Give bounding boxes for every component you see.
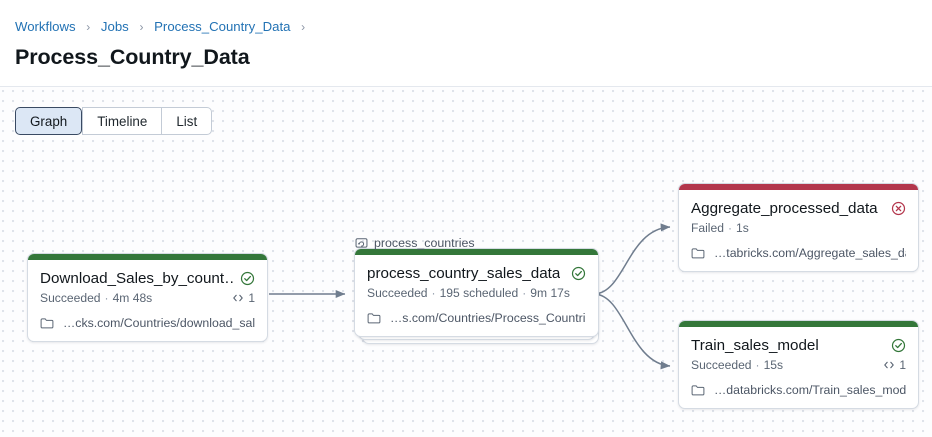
node-repair-count[interactable]: 1 bbox=[883, 358, 906, 372]
view-mode-tabs: Graph Timeline List bbox=[15, 107, 213, 135]
node-duration: 4m 48s bbox=[112, 291, 153, 305]
task-node-aggregate-processed-data[interactable]: Aggregate_processed_data Failed·1s bbox=[678, 183, 919, 272]
foreach-group-label-text: process_countries bbox=[374, 236, 475, 250]
breadcrumb-separator: › bbox=[86, 20, 91, 34]
node-status-text: Failed bbox=[691, 221, 724, 235]
node-path[interactable]: …tabricks.com/Aggregate_sales_data bbox=[714, 246, 906, 260]
edge-process-to-train bbox=[594, 293, 671, 370]
node-title: process_country_sales_data bbox=[367, 265, 561, 282]
repair-code-icon bbox=[232, 292, 244, 304]
meta-separator: · bbox=[522, 286, 527, 300]
check-circle-icon bbox=[571, 266, 586, 281]
edge-process-to-aggregate bbox=[594, 223, 671, 295]
folder-icon bbox=[691, 384, 705, 397]
folder-icon bbox=[691, 247, 705, 260]
check-circle-icon bbox=[891, 338, 906, 353]
task-node-process-country-sales-data[interactable]: process_country_sales_data Succeeded·195… bbox=[354, 248, 599, 337]
node-status-bar bbox=[679, 321, 918, 327]
node-duration: 1s bbox=[735, 221, 749, 235]
page-header: Workflows › Jobs › Process_Country_Data … bbox=[0, 0, 932, 87]
page-title: Process_Country_Data bbox=[15, 45, 250, 69]
tab-list[interactable]: List bbox=[161, 107, 213, 135]
repair-code-icon bbox=[883, 359, 895, 371]
node-duration: 15s bbox=[763, 358, 784, 372]
node-status-meta: Succeeded·195 scheduled·9m 17s bbox=[367, 286, 570, 300]
node-title: Download_Sales_by_count… bbox=[40, 270, 234, 287]
node-repair-count-value: 1 bbox=[248, 291, 255, 305]
meta-separator: · bbox=[104, 291, 109, 305]
node-duration: 9m 17s bbox=[530, 286, 570, 300]
breadcrumb-item-process-country-data[interactable]: Process_Country_Data bbox=[154, 19, 291, 34]
breadcrumb-item-workflows[interactable]: Workflows bbox=[15, 19, 76, 34]
folder-icon bbox=[367, 312, 381, 325]
node-title: Train_sales_model bbox=[691, 337, 819, 354]
tab-timeline[interactable]: Timeline bbox=[82, 107, 162, 135]
node-repair-count[interactable]: 1 bbox=[232, 291, 255, 305]
meta-separator: · bbox=[727, 221, 732, 235]
node-title: Aggregate_processed_data bbox=[691, 200, 878, 217]
error-circle-icon bbox=[891, 201, 906, 216]
graph-canvas[interactable]: Graph Timeline List bbox=[0, 87, 932, 437]
node-path[interactable]: …databricks.com/Train_sales_model bbox=[714, 383, 906, 397]
node-status-meta: Succeeded·15s bbox=[691, 358, 783, 372]
node-status-text: Succeeded bbox=[691, 358, 752, 372]
node-path[interactable]: …s.com/Countries/Process_Countries bbox=[390, 311, 586, 325]
task-node-download-sales-by-country[interactable]: Download_Sales_by_count… Succeeded·4m 48… bbox=[27, 253, 268, 342]
node-status-bar bbox=[355, 249, 598, 255]
node-path[interactable]: …cks.com/Countries/download_sales bbox=[63, 316, 255, 330]
node-status-bar bbox=[28, 254, 267, 260]
tab-graph[interactable]: Graph bbox=[15, 107, 83, 135]
folder-icon bbox=[40, 317, 54, 330]
check-circle-icon bbox=[240, 271, 255, 286]
breadcrumb-separator-trailing: › bbox=[301, 20, 306, 34]
breadcrumb-separator: › bbox=[139, 20, 144, 34]
node-status-bar bbox=[679, 184, 918, 190]
node-scheduled-count: 195 scheduled bbox=[439, 286, 519, 300]
breadcrumb-item-jobs[interactable]: Jobs bbox=[100, 19, 129, 34]
for-each-loop-icon bbox=[355, 237, 368, 250]
breadcrumb: Workflows › Jobs › Process_Country_Data … bbox=[15, 19, 312, 35]
meta-separator: · bbox=[431, 286, 436, 300]
task-node-train-sales-model[interactable]: Train_sales_model Succeeded·15s bbox=[678, 320, 919, 409]
meta-separator: · bbox=[755, 358, 760, 372]
node-status-meta: Failed·1s bbox=[691, 221, 749, 235]
node-status-text: Succeeded bbox=[40, 291, 101, 305]
node-status-text: Succeeded bbox=[367, 286, 428, 300]
foreach-group-label: process_countries bbox=[355, 236, 475, 250]
node-repair-count-value: 1 bbox=[899, 358, 906, 372]
node-status-meta: Succeeded·4m 48s bbox=[40, 291, 152, 305]
